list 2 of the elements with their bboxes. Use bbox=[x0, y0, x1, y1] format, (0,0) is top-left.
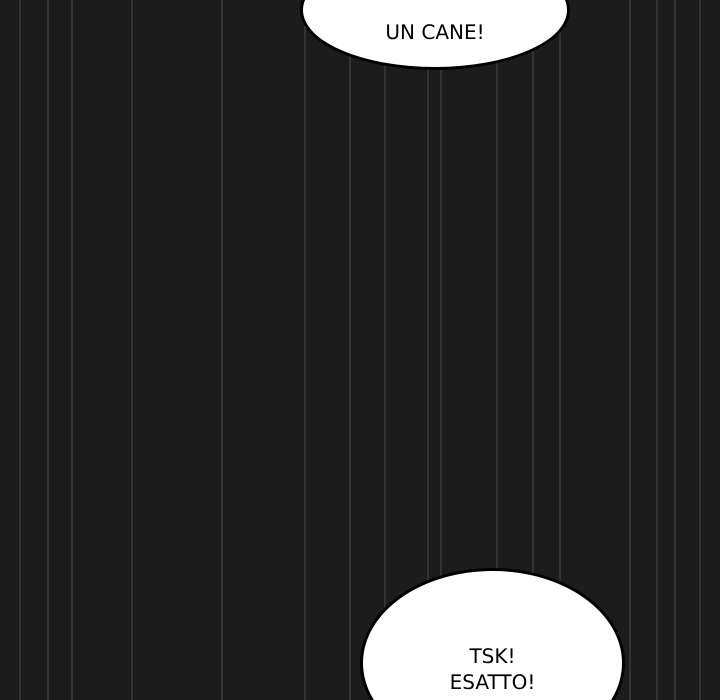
dialogue-text: TSK! ESATTO! bbox=[448, 643, 536, 695]
dialogue-text: UN CANE! bbox=[385, 19, 485, 45]
